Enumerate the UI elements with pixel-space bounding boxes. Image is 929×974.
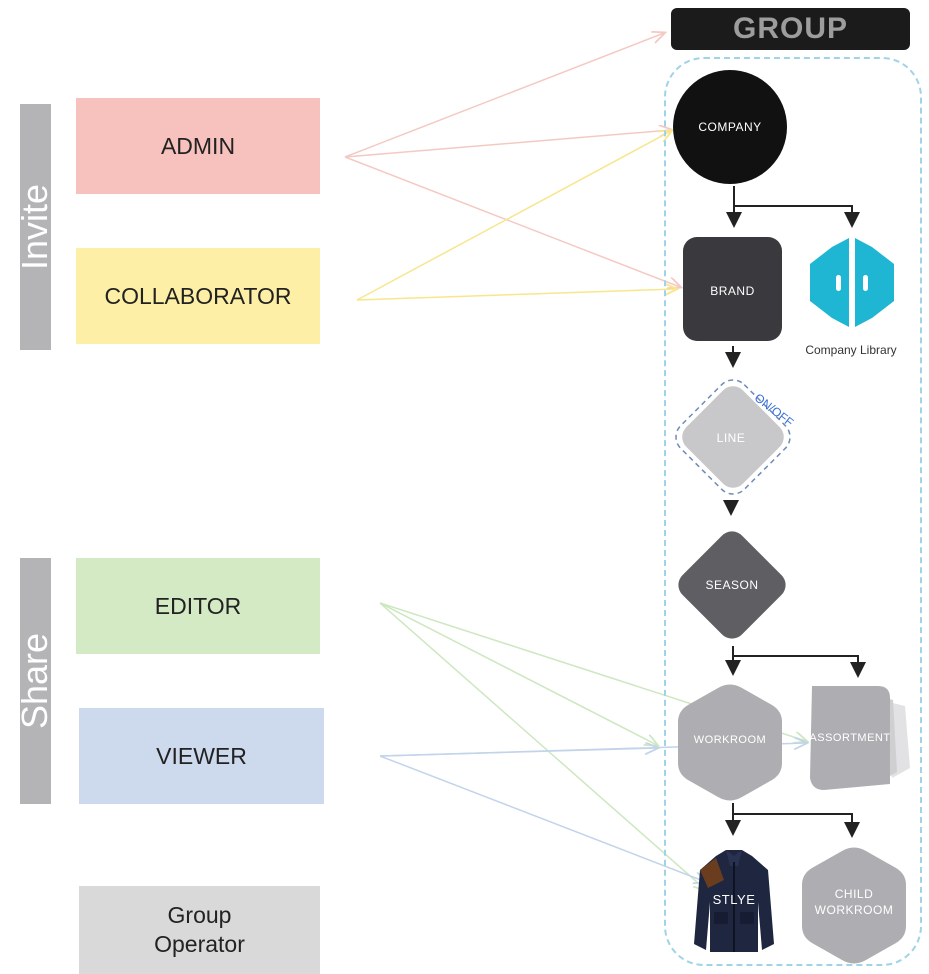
child-workroom-label-line2: WORKROOM: [814, 903, 894, 917]
company-library-label: Company Library: [805, 343, 897, 357]
season-label: SEASON: [705, 578, 759, 592]
group-frame: [664, 57, 922, 966]
admin-to-brand-arrow: [344, 156, 680, 287]
assortment-label: ASSORTMENT: [809, 732, 891, 744]
share-side-label: Share: [15, 558, 56, 804]
viewer-role-label: VIEWER: [156, 742, 247, 769]
style-label: STLYE: [712, 891, 756, 907]
company-node: [673, 70, 787, 184]
invite-side-label: Invite: [15, 104, 56, 350]
editor-to-workroom-arrow: [379, 602, 657, 745]
brand-node: [683, 237, 782, 341]
group-operator-role-box: Group Operator: [79, 886, 320, 974]
group-operator-label-line1: Group: [167, 902, 232, 928]
collaborator-to-brand-arrow: [356, 289, 676, 301]
brand-label: BRAND: [710, 284, 755, 298]
assortment-node: [810, 686, 910, 790]
admin-role-label: ADMIN: [160, 132, 236, 159]
admin-role-box: ADMIN: [76, 98, 320, 194]
viewer-role-box: VIEWER: [79, 708, 324, 804]
company-library-icon: [810, 238, 894, 327]
viewer-to-style-arrow: [379, 755, 706, 882]
child-workroom-label-line1: CHILD: [834, 887, 874, 901]
editor-role-label: EDITOR: [154, 592, 242, 619]
editor-to-style-arrow: [379, 602, 706, 890]
child-workroom-label: CHILD WORKROOM: [802, 884, 906, 920]
group-title-text: GROUP: [732, 12, 848, 45]
line-label: LINE: [716, 431, 746, 445]
company-children-connector: [733, 186, 853, 218]
season-children-connector: [732, 646, 859, 668]
admin-to-company-arrow: [344, 130, 671, 158]
group-title: GROUP: [671, 8, 910, 50]
style-jacket-image: [694, 850, 774, 952]
company-label: COMPANY: [698, 120, 762, 134]
workroom-children-connector: [732, 803, 853, 828]
line-node-outline: [675, 379, 791, 495]
line-node: [682, 386, 784, 488]
workroom-node: [678, 684, 782, 801]
group-operator-label-line2: Operator: [154, 931, 245, 957]
collaborator-to-company-arrow: [356, 131, 671, 301]
child-workroom-node: [802, 847, 906, 964]
season-node: [678, 531, 786, 639]
editor-role-box: EDITOR: [76, 558, 320, 654]
workroom-label: WORKROOM: [693, 734, 767, 746]
admin-to-group-arrow: [344, 33, 664, 158]
collaborator-role-label: COLLABORATOR: [104, 282, 292, 309]
collaborator-role-box: COLLABORATOR: [76, 248, 320, 344]
